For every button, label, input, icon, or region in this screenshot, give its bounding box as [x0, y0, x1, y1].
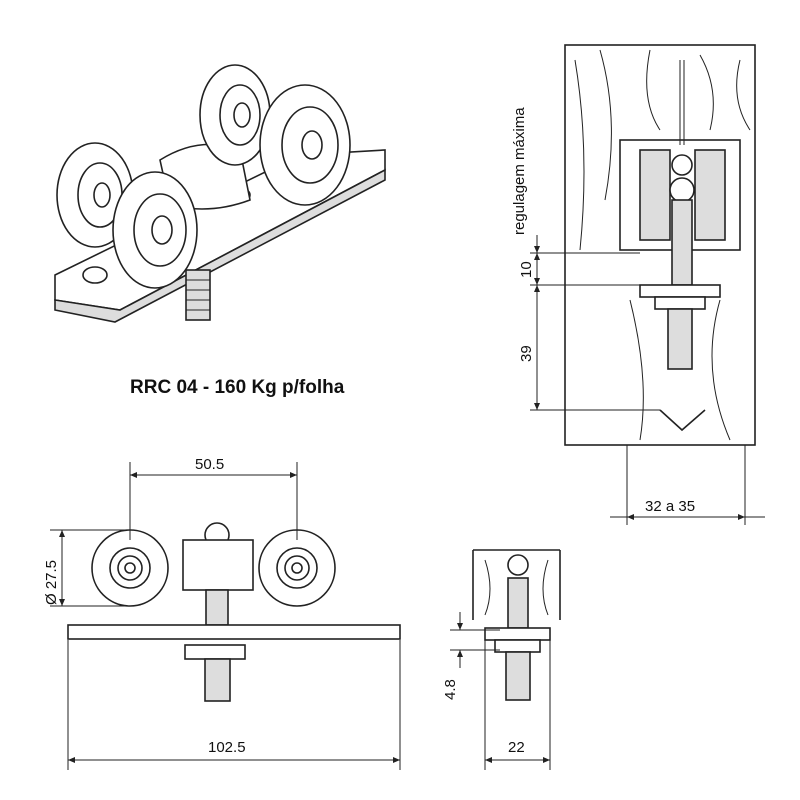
front-dimensions: 50.5 Ø 27.5 102.5 — [43, 456, 401, 770]
dim-diameter-27-5: Ø 27.5 — [43, 560, 60, 605]
wheel — [112, 171, 198, 289]
dim-102-5: 102.5 — [208, 739, 246, 756]
dim-22: 22 — [508, 739, 525, 756]
regulagem-label: regulagem máxima — [511, 107, 528, 235]
dim-50-5: 50.5 — [195, 456, 224, 473]
wheel — [199, 64, 271, 166]
side-view — [472, 549, 561, 701]
section-view — [564, 44, 756, 446]
side-dimensions: 4.8 22 — [442, 612, 551, 770]
isometric-carriage — [54, 64, 386, 323]
product-title: RRC 04 - 160 Kg p/folha — [130, 377, 345, 398]
dim-32-a-35: 32 a 35 — [645, 498, 695, 515]
front-view — [67, 522, 401, 702]
dim-4-8: 4.8 — [442, 679, 459, 700]
dim-39: 39 — [518, 345, 535, 362]
wheel — [259, 84, 351, 206]
section-dimensions: regulagem máxima 10 39 32 a 35 — [511, 107, 765, 525]
dim-10: 10 — [518, 261, 535, 278]
